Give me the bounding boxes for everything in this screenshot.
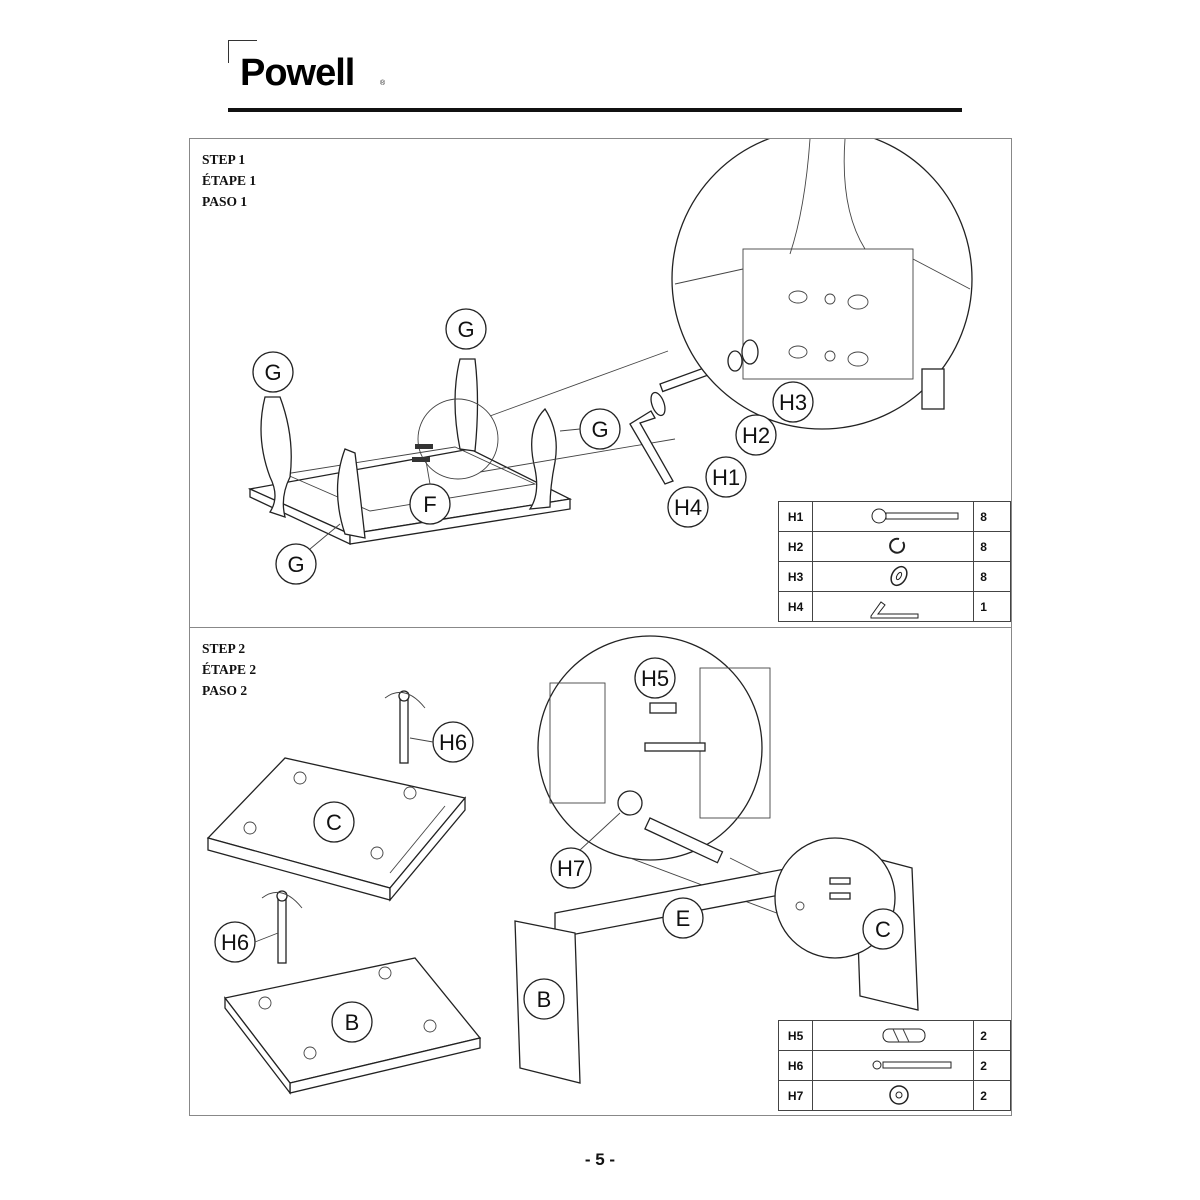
hardware-qty: 8: [973, 501, 1011, 532]
step-2-title-fr: ÉTAPE 2: [202, 662, 257, 677]
hardware-row-h3: H3 8: [777, 561, 1011, 592]
callout-c-2: C: [875, 917, 891, 942]
hardware-code: H2: [777, 531, 814, 562]
step-2-title-en: STEP 2: [202, 641, 246, 656]
hardware-row-h6: H6 2: [777, 1050, 1011, 1081]
brand-logo: Powell ®: [222, 38, 402, 98]
header-rule: [228, 108, 962, 112]
hardware-code: H4: [777, 591, 814, 622]
step-1-title-en: STEP 1: [202, 152, 246, 167]
hardware-qty: 8: [973, 561, 1011, 592]
callout-h4: H4: [674, 495, 702, 520]
hardware-qty: 1: [973, 591, 1011, 622]
step-1-callouts: G G G G F H1 H2 H3 H4: [252, 308, 814, 585]
allen-wrench-icon: [812, 591, 975, 622]
hardware-row-h4: H4 1: [777, 591, 1011, 622]
callout-h2: H2: [742, 423, 770, 448]
callout-f: F: [423, 492, 436, 517]
step-2-title-es: PASO 2: [202, 683, 248, 698]
step-2-illustration: H5 H6 H6 H7 C B E B C: [206, 635, 919, 1095]
callout-g-4: G: [287, 552, 304, 577]
callout-b-1: B: [345, 1010, 360, 1035]
hardware-qty: 2: [973, 1020, 1011, 1051]
split-lock-washer-icon: [812, 531, 975, 562]
table-frame-drawing: [247, 350, 676, 546]
callout-h3: H3: [779, 390, 807, 415]
callout-h6-2: H6: [221, 930, 249, 955]
flat-washer-icon: [812, 561, 975, 592]
page-number: - 5 -: [584, 1150, 616, 1169]
registered-mark: ®: [380, 80, 386, 87]
hardware-code: H1: [777, 501, 814, 532]
logo-mark: [228, 40, 257, 63]
step-1-panel: STEP 1 ÉTAPE 1 PASO 1: [189, 138, 1012, 628]
cam-lock-icon: [812, 1080, 975, 1111]
wood-dowel-icon: [812, 1020, 975, 1051]
bolt-icon: [812, 501, 975, 532]
step-2-panel: STEP 2 ÉTAPE 2 PASO 2: [189, 627, 1012, 1116]
hardware-row-h7: H7 2: [777, 1080, 1011, 1111]
hardware-code: H3: [777, 561, 814, 592]
callout-g-2: G: [457, 317, 474, 342]
step-1-detail-zoom: [671, 139, 973, 430]
step-1-title: STEP 1 ÉTAPE 1 PASO 1: [202, 149, 256, 212]
callout-b-2: B: [537, 987, 552, 1012]
callout-c-1: C: [326, 810, 342, 835]
callout-h1: H1: [712, 465, 740, 490]
cam-bolt-drawing-1: [384, 690, 426, 764]
callout-e: E: [676, 906, 691, 931]
callout-g-3: G: [591, 417, 608, 442]
hardware-qty: 2: [973, 1050, 1011, 1081]
brand-name: Powell: [240, 52, 355, 94]
callout-h5: H5: [641, 666, 669, 691]
step-1-title-es: PASO 1: [202, 194, 248, 209]
cam-bolt-drawing-2: [261, 890, 303, 964]
step-1-title-fr: ÉTAPE 1: [202, 173, 257, 188]
hardware-row-h1: H1 8: [777, 501, 1011, 532]
hardware-code: H5: [777, 1020, 814, 1051]
hardware-row-h5: H5 2: [777, 1020, 1011, 1051]
step-1-hardware-table: H1 8 H2 8 H3 8 H4 1: [777, 501, 1011, 622]
callout-g-1: G: [264, 360, 281, 385]
cam-bolt-icon: [812, 1050, 975, 1081]
hardware-row-h2: H2 8: [777, 531, 1011, 562]
hardware-qty: 8: [973, 531, 1011, 562]
callout-h7: H7: [557, 856, 585, 881]
step-2-hardware-table: H5 2 H6 2 H7 2: [777, 1020, 1011, 1111]
hardware-code: H7: [777, 1080, 814, 1111]
step-2-title: STEP 2 ÉTAPE 2 PASO 2: [202, 638, 256, 701]
callout-h6-1: H6: [439, 730, 467, 755]
step-1-illustration: G G G G F H1 H2 H3 H4: [247, 139, 973, 585]
hardware-code: H6: [777, 1050, 814, 1081]
step-2-callouts: H5 H6 H6 H7 C B E B C: [214, 657, 904, 1043]
hardware-qty: 2: [973, 1080, 1011, 1111]
